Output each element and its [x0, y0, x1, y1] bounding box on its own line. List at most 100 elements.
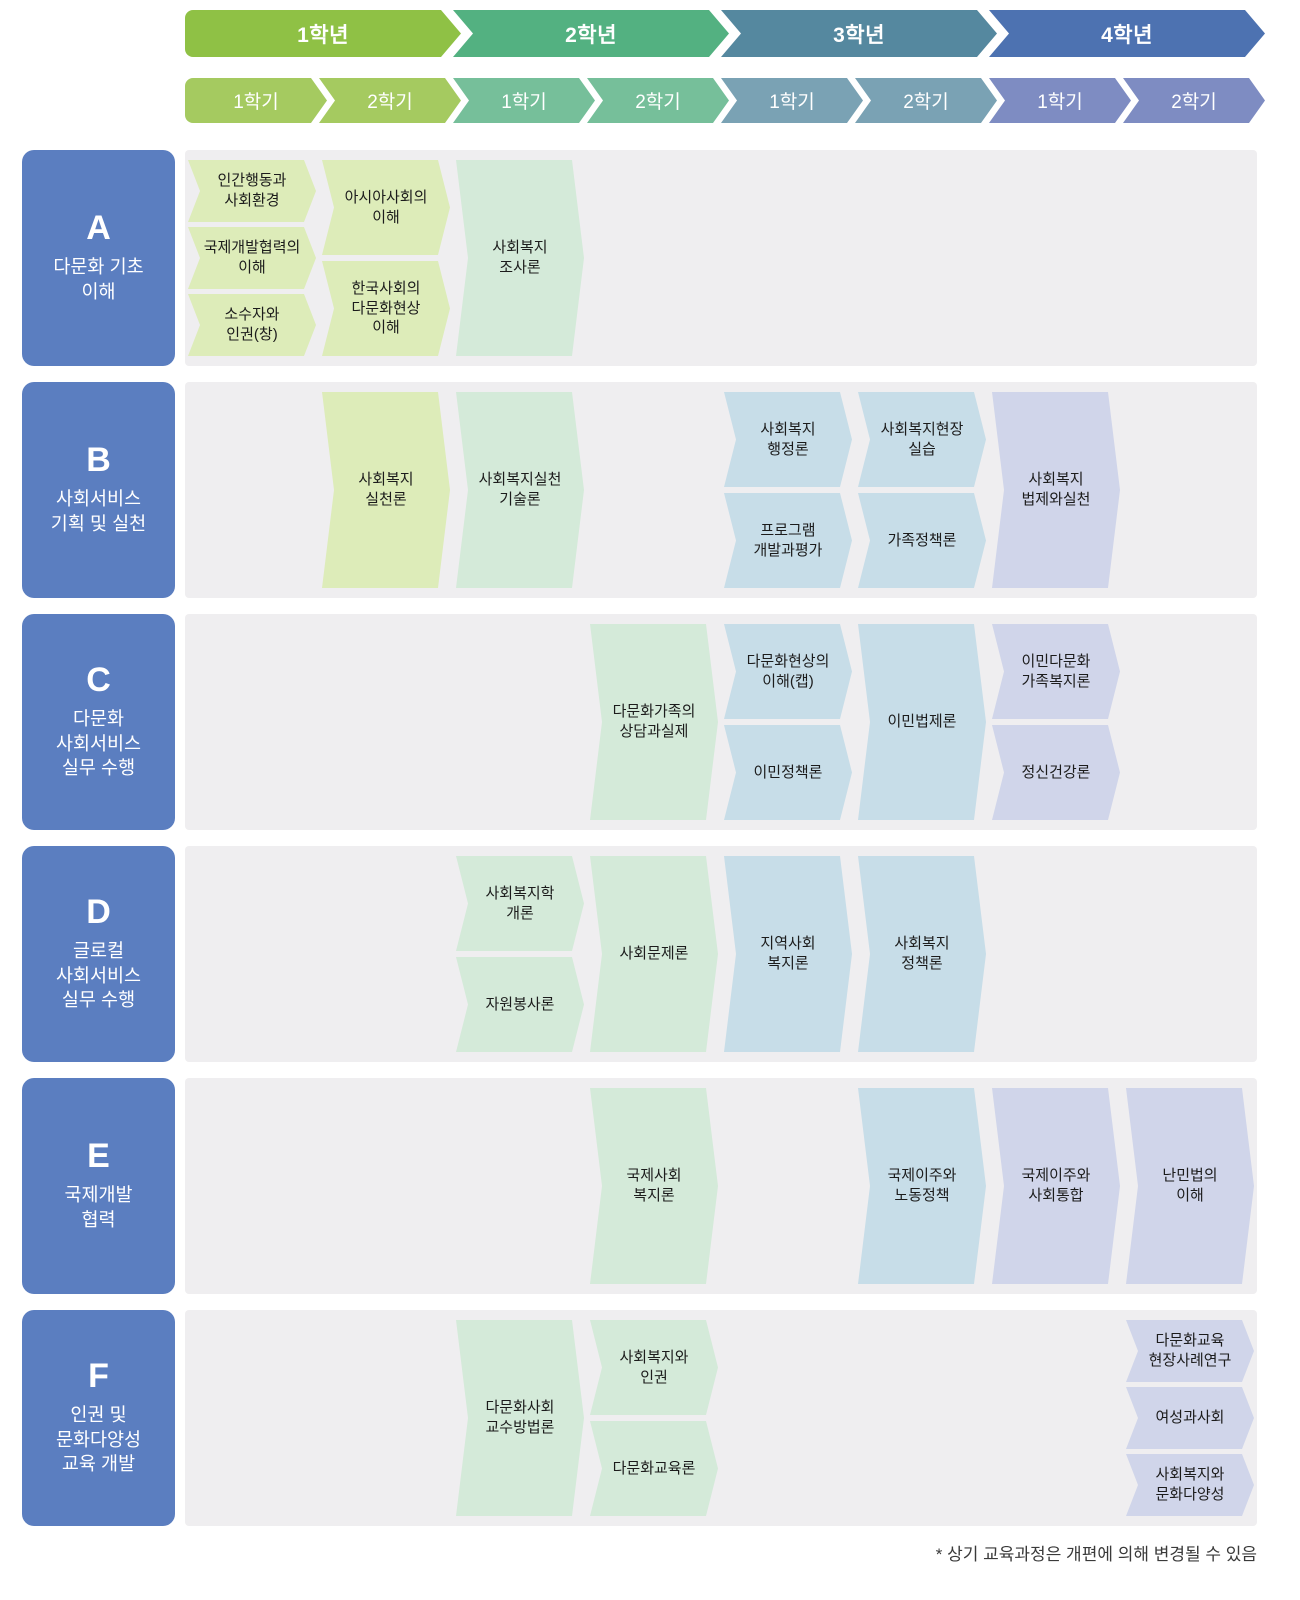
course-label: 인간행동과 사회환경	[217, 172, 287, 209]
category-d: D 글로컬 사회서비스 실무 수행	[22, 846, 175, 1062]
course-label: 국제사회 복지론	[626, 1167, 682, 1204]
category-title: 다문화 사회서비스 실무 수행	[55, 707, 142, 779]
course-card: 프로그램 개발과평가	[724, 493, 852, 588]
course-card: 자원봉사론	[456, 957, 584, 1052]
course-label: 아시아사회의 이해	[344, 188, 428, 226]
course-label: 사회복지실천 기술론	[478, 471, 562, 508]
course-card: 인간행동과 사회환경	[188, 160, 316, 222]
semester-header: 1학기	[453, 78, 595, 123]
course-label: 국제이주와 사회통합	[1021, 1167, 1091, 1204]
course-card: 사회복지 법제와실천	[992, 392, 1120, 588]
category-letter: C	[86, 660, 111, 699]
course-label: 프로그램 개발과평가	[753, 521, 823, 559]
row-b: 사회복지 실천론 사회복지실천 기술론 사회복지 행정론 프로그램 개발과평가 …	[185, 382, 1257, 598]
year-header-3: 3학년	[721, 10, 997, 57]
course-card: 정신건강론	[992, 725, 1120, 820]
course-label: 난민법의 이해	[1162, 1167, 1218, 1204]
course-label: 한국사회의 다문화현상 이해	[351, 279, 421, 337]
category-c: C 다문화 사회서비스 실무 수행	[22, 614, 175, 830]
course-card: 여성과사회	[1126, 1387, 1254, 1449]
course-card: 사회복지실천 기술론	[456, 392, 584, 588]
category-b: B 사회서비스 기획 및 실천	[22, 382, 175, 598]
course-label: 다문화현상의 이해(캡)	[746, 652, 830, 690]
course-card: 한국사회의 다문화현상 이해	[322, 261, 450, 356]
course-card: 사회복지학 개론	[456, 856, 584, 951]
row-c: 다문화가족의 상담과실제 다문화현상의 이해(캡) 이민정책론 이민법제론 이민…	[185, 614, 1257, 830]
course-label: 이민법제론	[887, 713, 957, 731]
course-card: 이민법제론	[858, 624, 986, 820]
semester-header: 2학기	[587, 78, 729, 123]
course-label: 사회복지 정책론	[894, 935, 950, 972]
semester-header: 1학기	[989, 78, 1131, 123]
semester-label: 1학기	[233, 92, 279, 113]
row-f: 다문화사회 교수방법론 사회복지와 인권 다문화교육론 다문화교육 현장사례연구…	[185, 1310, 1257, 1526]
course-label: 사회복지와 인권	[619, 1348, 689, 1386]
course-label: 사회복지 실천론	[358, 471, 414, 508]
semester-header: 1학기	[721, 78, 863, 123]
semester-label: 2학기	[1171, 92, 1217, 113]
course-label: 사회복지 행정론	[760, 420, 816, 458]
course-card: 다문화교육 현장사례연구	[1126, 1320, 1254, 1382]
course-label: 다문화교육 현장사례연구	[1148, 1332, 1232, 1369]
category-letter: E	[87, 1137, 110, 1176]
course-card: 다문화교육론	[590, 1421, 718, 1516]
semester-header: 2학기	[1123, 78, 1265, 123]
semester-label: 2학기	[903, 92, 949, 113]
course-label: 이민다문화 가족복지론	[1021, 652, 1091, 690]
row-a: 인간행동과 사회환경 국제개발협력의 이해 소수자와 인권(창) 아시아사회의 …	[185, 150, 1257, 366]
course-card: 사회복지 조사론	[456, 160, 584, 356]
year-label: 2학년	[565, 23, 617, 47]
semester-header: 2학기	[319, 78, 461, 123]
row-d: 사회복지학 개론 자원봉사론 사회문제론 지역사회 복지론 사회복지 정책론	[185, 846, 1257, 1062]
course-label: 국제개발협력의 이해	[203, 239, 301, 276]
course-label: 사회복지학 개론	[485, 884, 555, 922]
course-card: 아시아사회의 이해	[322, 160, 450, 255]
semester-header: 1학기	[185, 78, 327, 123]
category-title: 글로컬 사회서비스 실무 수행	[55, 939, 142, 1011]
footnote: * 상기 교육과정은 개편에 의해 변경될 수 있음	[935, 1545, 1257, 1564]
semester-label: 2학기	[635, 92, 681, 113]
course-label: 소수자와 인권(창)	[224, 306, 280, 343]
course-label: 지역사회 복지론	[760, 935, 816, 972]
course-label: 사회복지현장 실습	[880, 420, 964, 458]
semester-label: 1학기	[1037, 92, 1083, 113]
course-card: 사회복지와 인권	[590, 1320, 718, 1415]
course-card: 난민법의 이해	[1126, 1088, 1254, 1284]
course-card: 국제이주와 사회통합	[992, 1088, 1120, 1284]
course-label: 정신건강론	[1021, 763, 1091, 781]
category-letter: A	[86, 209, 111, 248]
course-card: 국제이주와 노동정책	[858, 1088, 986, 1284]
year-label: 1학년	[297, 23, 349, 47]
course-label: 사회복지 조사론	[492, 239, 548, 276]
category-e: E 국제개발 협력	[22, 1078, 175, 1294]
course-card: 가족정책론	[858, 493, 986, 588]
course-card: 국제개발협력의 이해	[188, 227, 316, 289]
course-label: 사회복지와 문화다양성	[1155, 1466, 1225, 1503]
category-a: A 다문화 기초 이해	[22, 150, 175, 366]
course-label: 사회복지 법제와실천	[1021, 471, 1091, 508]
course-label: 자원봉사론	[485, 995, 555, 1013]
row-e: 국제사회 복지론 국제이주와 노동정책 국제이주와 사회통합 난민법의 이해	[185, 1078, 1257, 1294]
category-title: 인권 및 문화다양성 교육 개발	[55, 1403, 142, 1475]
course-label: 다문화사회 교수방법론	[485, 1399, 555, 1436]
course-label: 여성과사회	[1155, 1409, 1225, 1427]
semester-label: 1학기	[501, 92, 547, 113]
course-card: 다문화사회 교수방법론	[456, 1320, 584, 1516]
category-letter: B	[86, 441, 111, 480]
semester-label: 1학기	[769, 92, 815, 113]
course-card: 소수자와 인권(창)	[188, 294, 316, 356]
course-card: 사회복지 실천론	[322, 392, 450, 588]
year-label: 4학년	[1101, 23, 1153, 47]
category-title: 국제개발 협력	[64, 1184, 133, 1230]
semester-label: 2학기	[367, 92, 413, 113]
semester-header: 2학기	[855, 78, 997, 123]
course-card: 다문화현상의 이해(캡)	[724, 624, 852, 719]
course-label: 이민정책론	[753, 763, 823, 781]
year-header-4: 4학년	[989, 10, 1265, 57]
category-f: F 인권 및 문화다양성 교육 개발	[22, 1310, 175, 1526]
year-header-1: 1학년	[185, 10, 461, 57]
course-card: 국제사회 복지론	[590, 1088, 718, 1284]
course-card: 사회복지와 문화다양성	[1126, 1454, 1254, 1516]
course-label: 사회문제론	[619, 945, 689, 963]
